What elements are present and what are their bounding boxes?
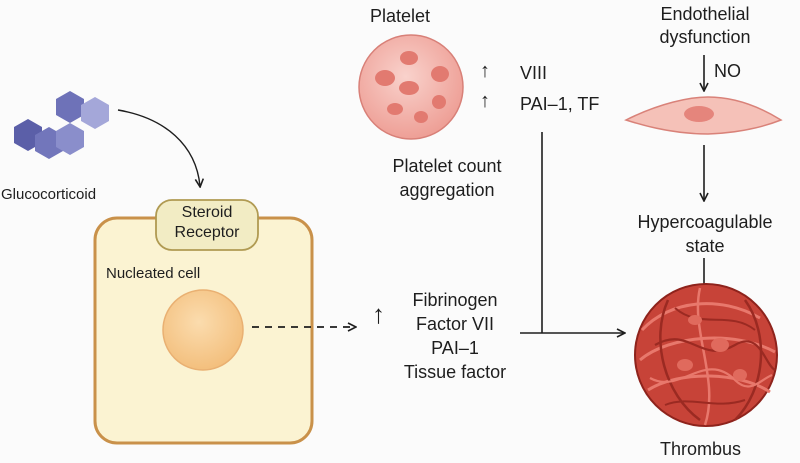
increase-arrow-icon: ↑: [372, 299, 385, 329]
hypercoagulable-line-2: state: [685, 236, 725, 256]
endothelial-line-1: Endothelial: [660, 4, 750, 24]
increase-arrow-icon: ↑: [480, 90, 490, 112]
hexagon-icon: [56, 123, 84, 155]
hypercoagulable-line-1: Hypercoagulable: [637, 212, 773, 232]
receptor-line-1: Steroid: [181, 204, 233, 221]
thrombus-label: Thrombus: [660, 439, 742, 459]
platelet-factor-viii: VIII: [520, 63, 548, 83]
endothelial-line-2: dysfunction: [659, 27, 751, 47]
platelet-count-label: Platelet count aggregation: [372, 154, 522, 202]
platelet-title: Platelet: [370, 6, 431, 26]
steroid-receptor-label: Steroid Receptor: [156, 203, 258, 243]
liver-factors-list: Fibrinogen Factor VII PAI–1 Tissue facto…: [390, 288, 520, 384]
factor-tissue-factor: Tissue factor: [403, 362, 507, 382]
glucocorticoid-to-receptor-arrow: [117, 109, 200, 186]
receptor-line-2: Receptor: [174, 224, 240, 241]
cell-nucleus: [162, 289, 244, 371]
endothelial-dysfunction-label: Endothelial dysfunction: [630, 3, 780, 49]
factor-fibrinogen: Fibrinogen: [412, 290, 498, 310]
nucleated-cell-label: Nucleated cell: [106, 265, 201, 282]
factor-vii: Factor VII: [415, 314, 495, 334]
factor-pai1: PAI–1: [431, 338, 479, 358]
endothelial-cell-icon: [624, 96, 783, 135]
thrombus-icon: [634, 283, 778, 427]
hexagon-icon: [56, 91, 84, 123]
platelet-count-line-2: aggregation: [399, 180, 495, 200]
glucocorticoid-molecule-icon: [14, 91, 109, 159]
platelet-factor-pai1-tf: PAI–1, TF: [520, 94, 600, 114]
hypercoagulable-state-label: Hypercoagulable state: [615, 210, 795, 258]
hexagon-icon: [81, 97, 109, 129]
no-label: NO: [714, 61, 741, 81]
steroid-receptor: [155, 199, 259, 251]
platelet-count-line-1: Platelet count: [392, 156, 502, 176]
increase-arrow-icon: ↑: [480, 60, 490, 82]
glucocorticoid-label: Glucocorticoid: [1, 186, 97, 203]
platelet-icon: [358, 34, 464, 140]
